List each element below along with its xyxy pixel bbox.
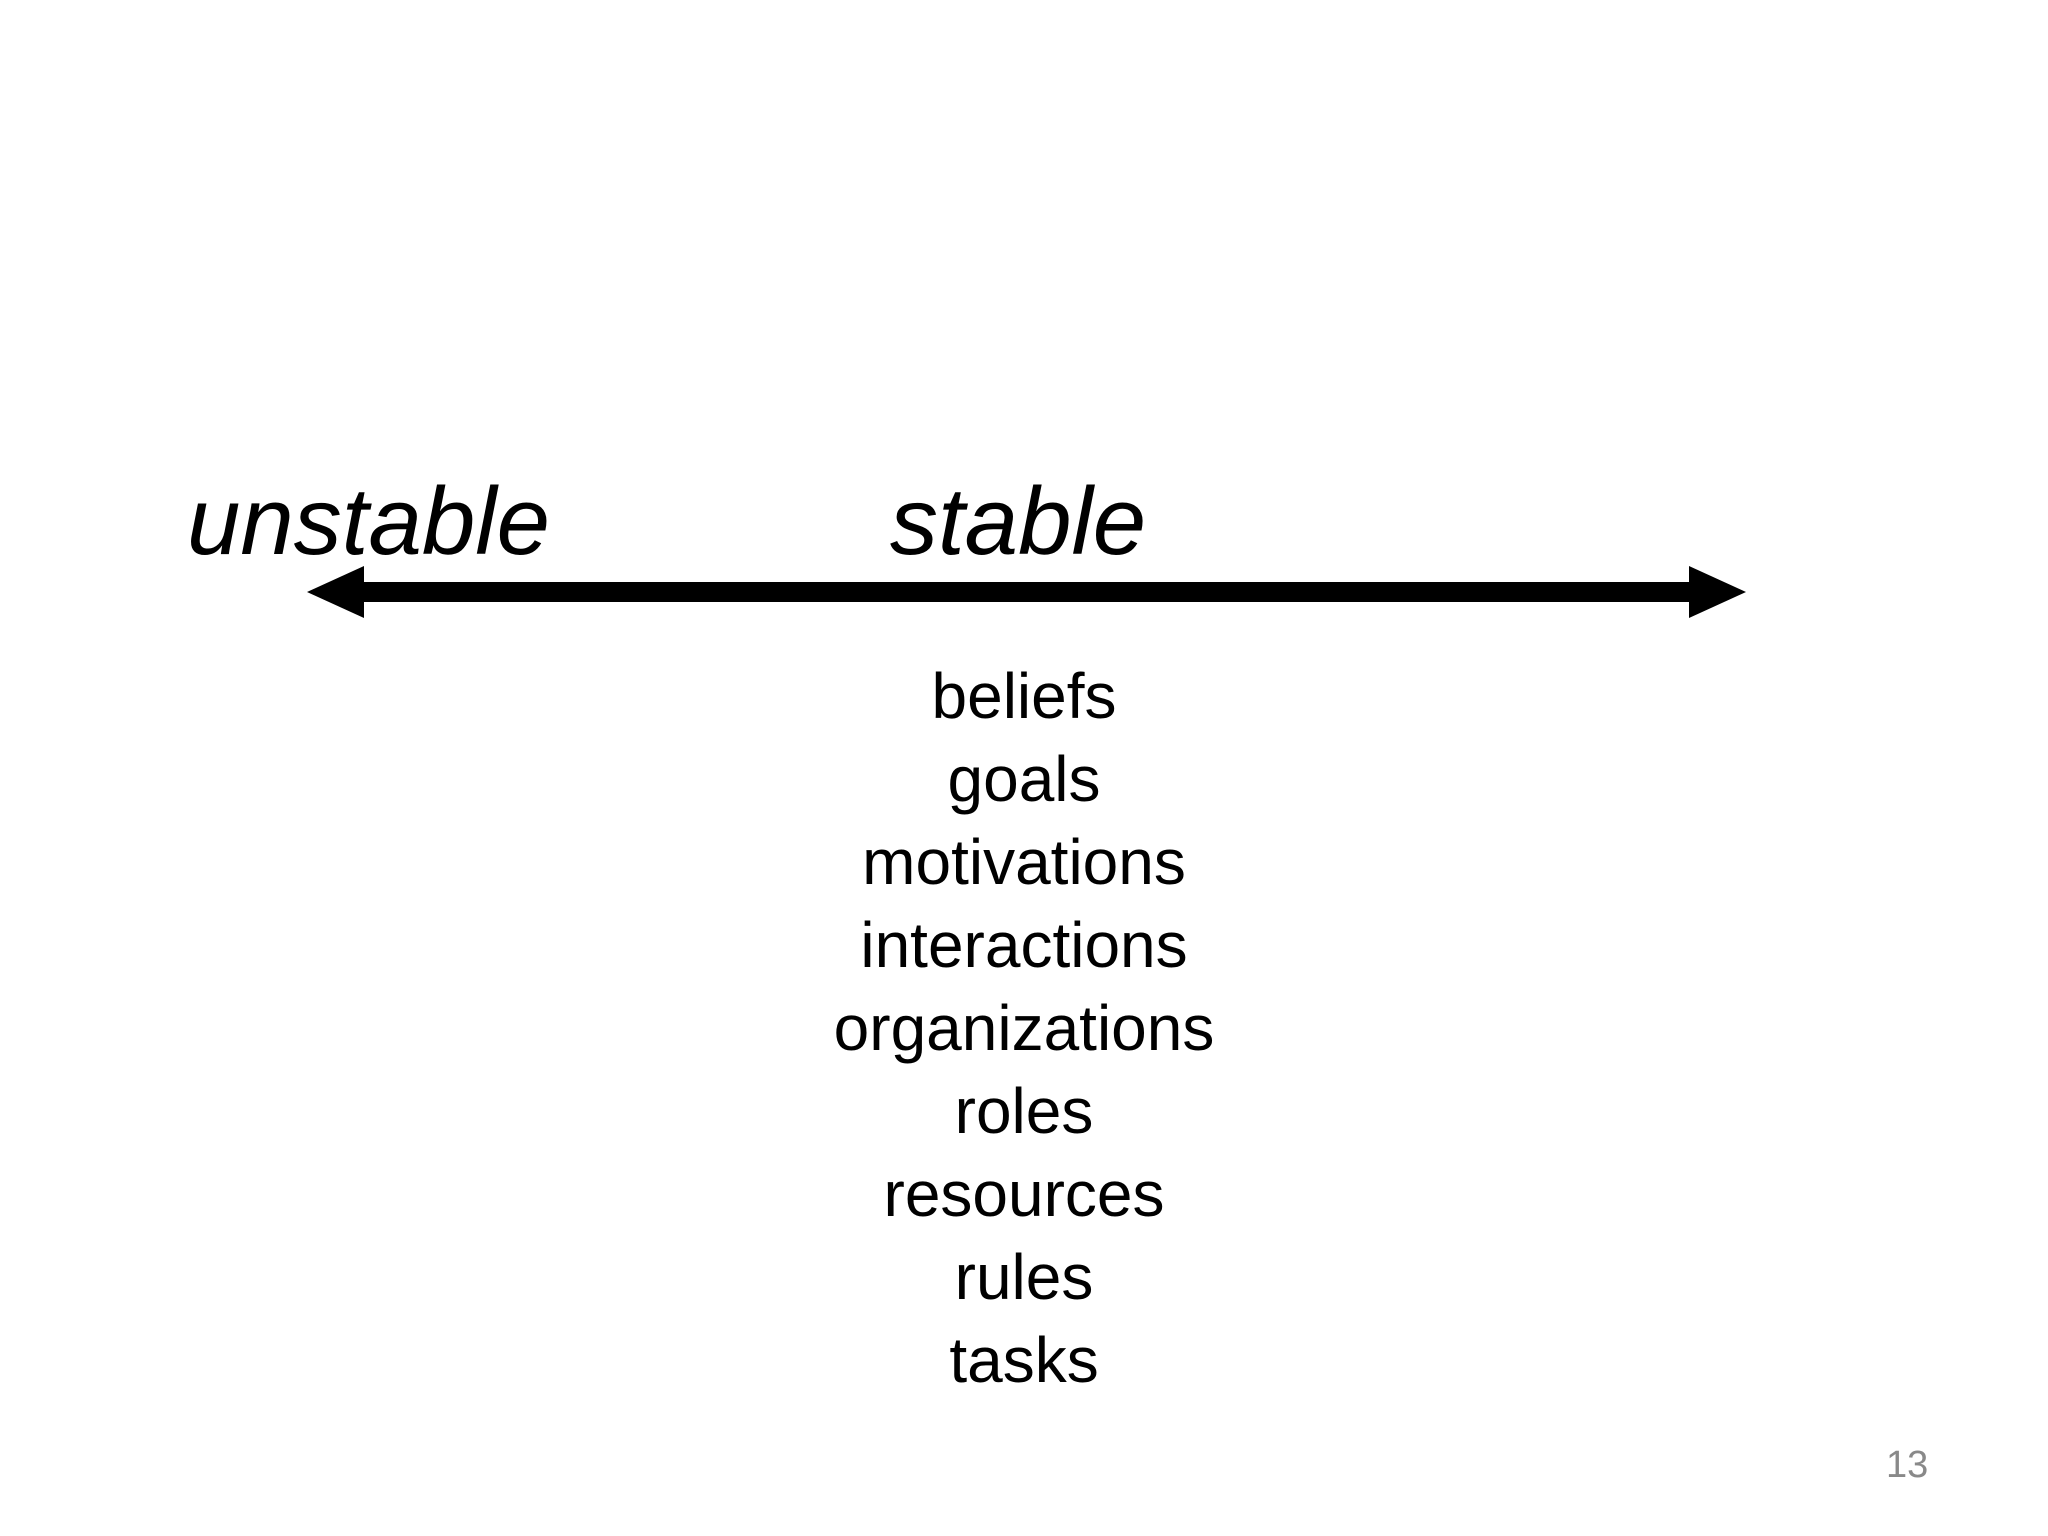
list-item: interactions xyxy=(860,909,1188,981)
attribute-list: beliefs goals motivations interactions o… xyxy=(0,655,2048,1402)
page-number: 13 xyxy=(1886,1444,1929,1486)
arrow-shaft xyxy=(358,582,1691,602)
list-item: roles xyxy=(954,1075,1094,1147)
axis-label-unstable: unstable xyxy=(187,468,550,575)
double-headed-arrow-icon xyxy=(307,566,1746,618)
list-item: goals xyxy=(947,743,1101,815)
axis-label-stable: stable xyxy=(890,468,1147,575)
list-item: resources xyxy=(883,1158,1165,1230)
list-item: rules xyxy=(954,1241,1094,1313)
list-item: beliefs xyxy=(931,660,1117,732)
arrow-right-head xyxy=(1689,566,1746,618)
list-item: motivations xyxy=(862,826,1186,898)
list-item: tasks xyxy=(949,1324,1099,1396)
list-item: organizations xyxy=(833,992,1215,1064)
arrow-left-head xyxy=(307,566,364,618)
